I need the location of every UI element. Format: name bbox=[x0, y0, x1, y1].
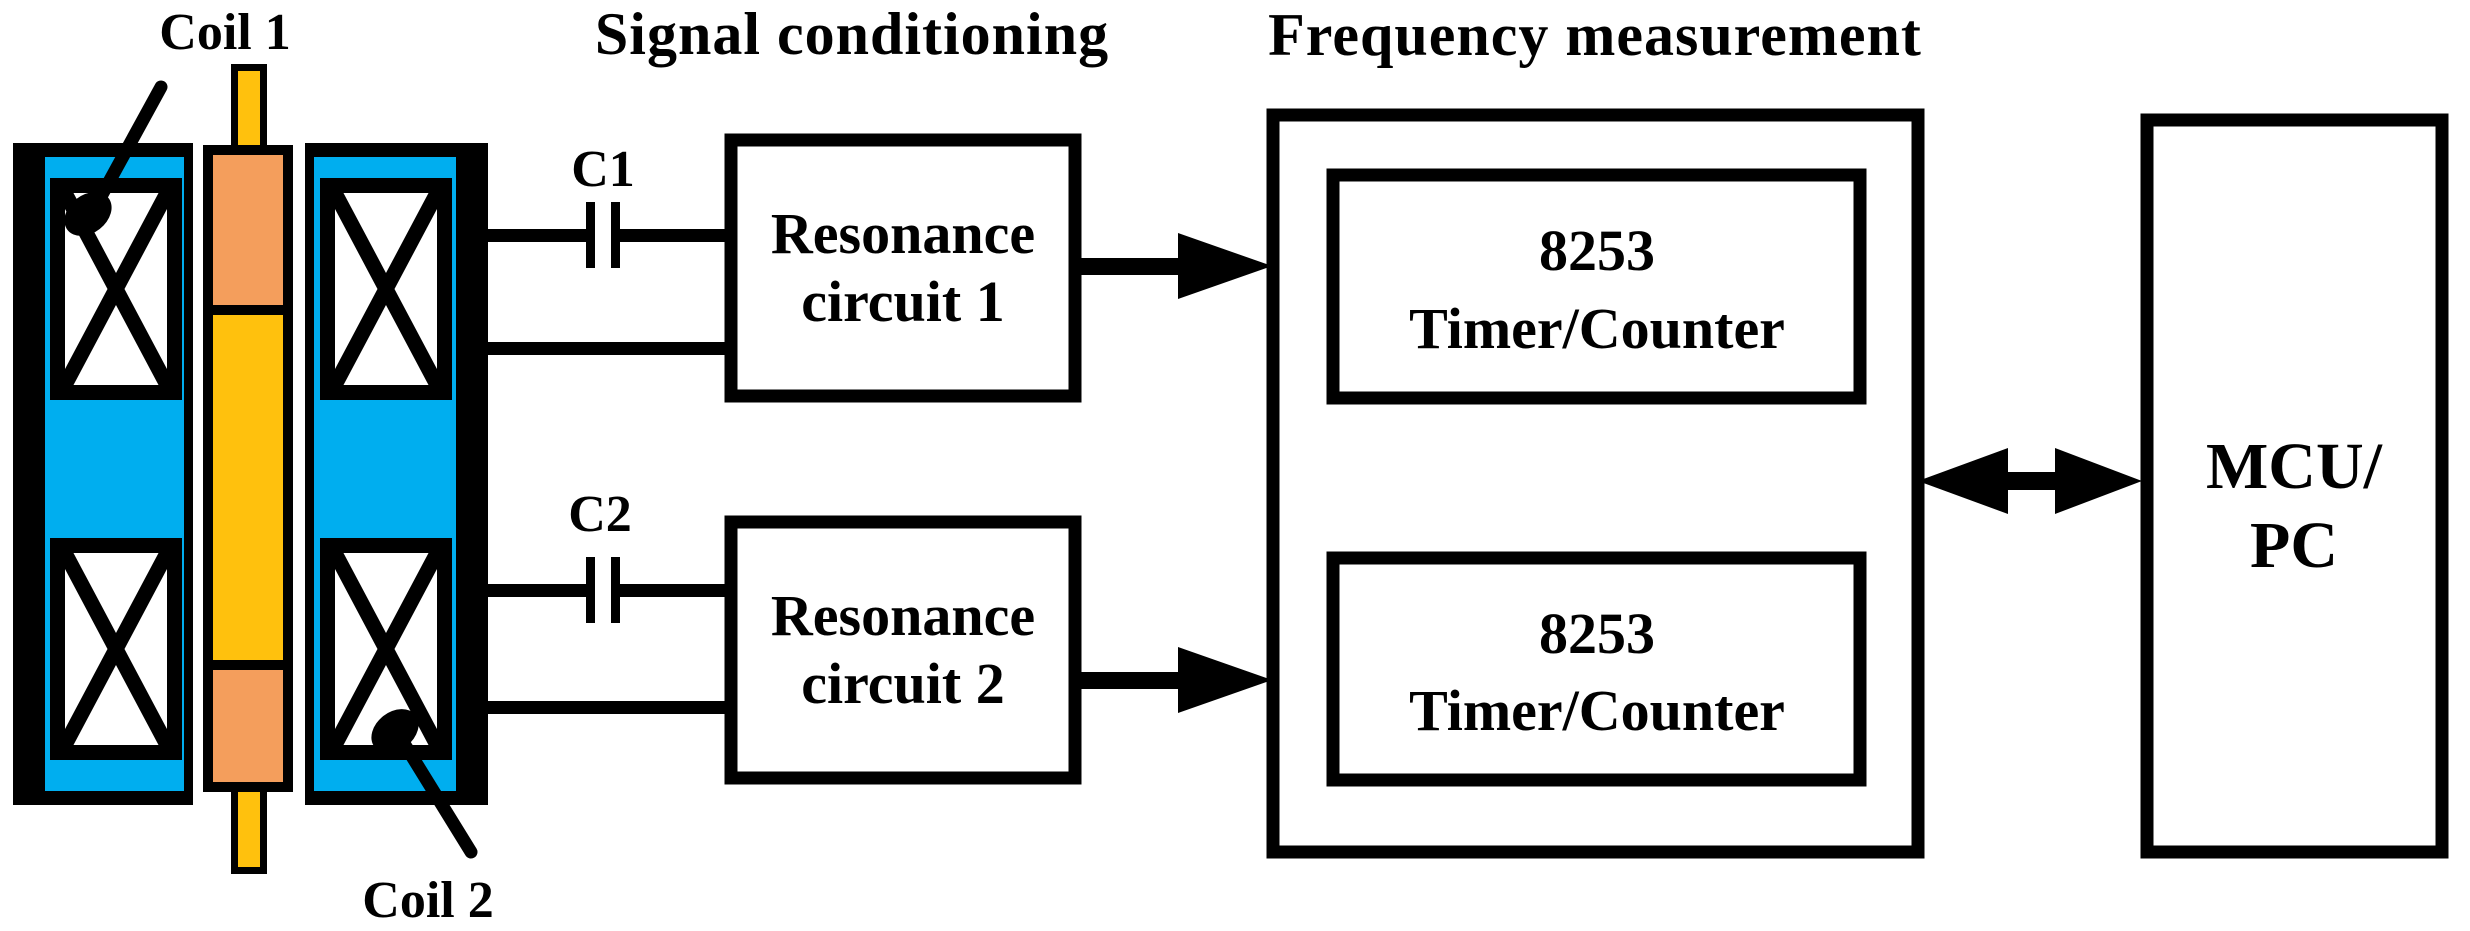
coil1-callout: Coil 1 bbox=[64, 4, 291, 236]
coil2-wire-top-left bbox=[488, 584, 586, 597]
resonance-circuit-2-box: Resonance circuit 2 bbox=[724, 515, 1082, 785]
arrow2-shaft bbox=[1075, 672, 1180, 689]
coil1-marker-dot bbox=[64, 192, 112, 236]
coil2-wire-top-right bbox=[620, 584, 731, 597]
coil2-label: Coil 2 bbox=[362, 872, 493, 929]
resonance-circuit-1-label-line1: Resonance bbox=[771, 201, 1035, 266]
capacitor1-label: C1 bbox=[571, 141, 635, 198]
resonance-circuit-2-frame bbox=[724, 515, 1082, 785]
rod-upper-orange-segment bbox=[213, 155, 283, 305]
resonance2-output-arrow bbox=[1075, 647, 1272, 713]
frequency-measurement-box: 8253 Timer/Counter 8253 Timer/Counter bbox=[1266, 108, 1925, 859]
coil1-left-x-mark bbox=[58, 189, 174, 389]
coil1-label: Coil 1 bbox=[159, 4, 290, 61]
coil1-right-x-mark bbox=[328, 189, 444, 389]
coil1-leader-line bbox=[91, 80, 168, 209]
sensor-right-core bbox=[305, 143, 488, 805]
timer-counter-2-label-line1: 8253 bbox=[1539, 601, 1655, 666]
resonance1-output-arrow bbox=[1075, 233, 1272, 299]
bus-arrow-right-head-icon bbox=[2055, 448, 2142, 514]
capacitor2-plate-right bbox=[611, 557, 620, 623]
timer-counter-1-label-line1: 8253 bbox=[1539, 218, 1655, 283]
signal-conditioning-title: Signal conditioning bbox=[595, 1, 1109, 67]
mcu-pc-frame bbox=[2140, 113, 2449, 859]
resonance-circuit-1-box: Resonance circuit 1 bbox=[724, 133, 1082, 403]
rod-bottom-stem bbox=[238, 792, 260, 867]
resonance-circuit-1-frame bbox=[724, 133, 1082, 403]
sensor-left-core bbox=[13, 143, 193, 805]
rod-lower-orange-segment bbox=[213, 670, 283, 782]
rod-top-stem bbox=[238, 71, 260, 147]
arrow1-shaft bbox=[1075, 258, 1180, 275]
coil1-wire-bottom bbox=[488, 342, 731, 355]
resonance-circuit-1-label-line2: circuit 1 bbox=[801, 269, 1004, 334]
coil2-left-x-mark bbox=[58, 549, 174, 749]
coil2-marker-dot bbox=[371, 709, 419, 753]
timer-counter-1-frame bbox=[1326, 168, 1867, 405]
timer-counter-2-label-line2: Timer/Counter bbox=[1409, 678, 1785, 743]
coil1-wire-top-left bbox=[488, 229, 586, 242]
capacitor1-plate-left bbox=[586, 202, 595, 268]
mcu-pc-box: MCU/ PC bbox=[2140, 113, 2449, 859]
resonance-circuit-2-label-line2: circuit 2 bbox=[801, 651, 1004, 716]
coil1-wiring: C1 bbox=[488, 141, 731, 355]
resonance-circuit-2-label-line1: Resonance bbox=[771, 583, 1035, 648]
sensor-rod bbox=[203, 64, 293, 874]
arrow2-head-icon bbox=[1178, 647, 1272, 713]
coil2-right-x-mark bbox=[328, 549, 444, 749]
capacitor1-plate-right bbox=[611, 202, 620, 268]
timer-counter-1-label-line2: Timer/Counter bbox=[1409, 296, 1785, 361]
capacitor2-plate-left bbox=[586, 557, 595, 623]
coil2-wire-bottom bbox=[488, 701, 731, 714]
timer-counter-2-frame bbox=[1326, 551, 1867, 787]
bus-double-arrow bbox=[1918, 448, 2142, 514]
mcu-pc-label-line1: MCU/ bbox=[2206, 430, 2384, 503]
bus-arrow-left-head-icon bbox=[1918, 448, 2008, 514]
bus-arrow-shaft bbox=[2008, 472, 2055, 490]
coil1-wire-top-right bbox=[620, 229, 731, 242]
coil2-callout: Coil 2 bbox=[362, 709, 494, 929]
coil2-leader-line bbox=[398, 738, 478, 859]
frequency-measurement-title: Frequency measurement bbox=[1268, 2, 1922, 68]
rod-middle-yellow-segment bbox=[213, 315, 283, 660]
coil2-wiring: C2 bbox=[488, 486, 731, 714]
arrow1-head-icon bbox=[1178, 233, 1272, 299]
mcu-pc-label-line2: PC bbox=[2250, 509, 2338, 582]
capacitor2-label: C2 bbox=[568, 486, 632, 543]
